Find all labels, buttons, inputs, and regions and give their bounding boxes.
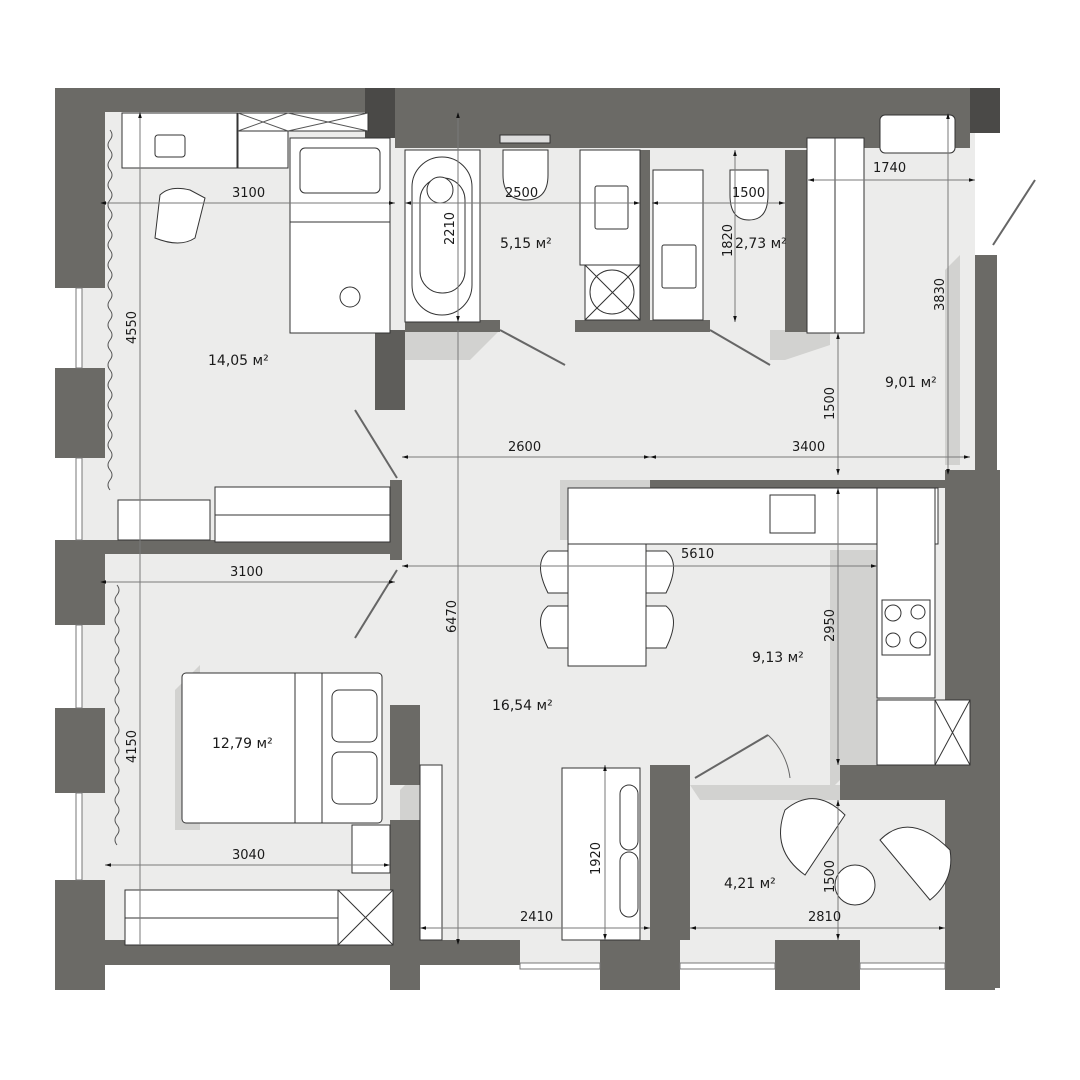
teddy-icon	[339, 286, 361, 308]
bar-chair-1	[540, 550, 569, 594]
dim-balcony-width: 2810	[808, 910, 842, 925]
fridge	[876, 699, 936, 766]
dim-kitchen-height: 2950	[823, 608, 839, 643]
windows	[75, 287, 946, 970]
dim-toilet-width: 1500	[732, 186, 766, 201]
dim-bedroom-width: 3040	[232, 848, 266, 863]
area-bathroom: 5,15 м²	[500, 236, 552, 252]
dim-bath-width: 2500	[505, 186, 539, 201]
dim-bath-height: 2210	[443, 211, 459, 246]
dim-balcony-height: 1500	[823, 859, 839, 894]
dim-living-bottom: 2410	[520, 910, 554, 925]
area-balcony: 4,21 м²	[724, 876, 776, 892]
dim-kitchen-width: 5610	[681, 547, 715, 562]
armchair-1	[780, 798, 846, 876]
dim-kids-width: 3100	[232, 186, 266, 201]
kitchen-sink	[769, 494, 816, 534]
walls	[55, 88, 1000, 990]
dim-corridor-left: 2600	[508, 440, 542, 455]
area-kitchen: 9,13 м²	[752, 650, 804, 666]
kitchen-counter-top	[567, 487, 939, 545]
nightstand-kids	[117, 499, 211, 541]
dim-corridor-right: 3400	[792, 440, 826, 455]
dim-entry-width: 1740	[873, 161, 907, 176]
toilet-1	[502, 149, 549, 201]
armchair-2	[879, 826, 952, 901]
area-living-room: 16,54 м²	[492, 698, 553, 714]
bar-chair-3	[645, 550, 674, 594]
nightstand	[351, 824, 391, 874]
dim-hall-height: 3830	[933, 277, 949, 312]
toilet-2	[729, 169, 769, 221]
dim-hall-passage: 1500	[823, 386, 839, 421]
kitchen-island	[567, 543, 647, 667]
coffee-table	[834, 864, 876, 906]
tv-stand	[419, 764, 443, 941]
area-toilet: 2,73 м²	[735, 236, 787, 252]
area-kids-room: 14,05 м²	[208, 353, 269, 369]
bar-chair-2	[540, 605, 569, 649]
dimension-lines	[100, 112, 975, 945]
area-hallway: 9,01 м²	[885, 375, 937, 391]
dim-kids-height: 4550	[125, 310, 141, 345]
kitchen-counter-right	[876, 487, 936, 699]
dim-toilet-height: 1820	[721, 223, 737, 258]
curtain-kids	[107, 129, 113, 491]
dim-bedroom-height: 4150	[125, 729, 141, 764]
curtain-bedroom	[114, 584, 120, 846]
bar-chair-4	[645, 605, 674, 649]
shoe-bench	[879, 114, 956, 154]
dim-living-height: 6470	[445, 599, 461, 634]
area-bedroom: 12,79 м²	[212, 736, 273, 752]
dim-closet-width: 3100	[230, 565, 264, 580]
dim-sofa-length: 1920	[589, 841, 605, 876]
